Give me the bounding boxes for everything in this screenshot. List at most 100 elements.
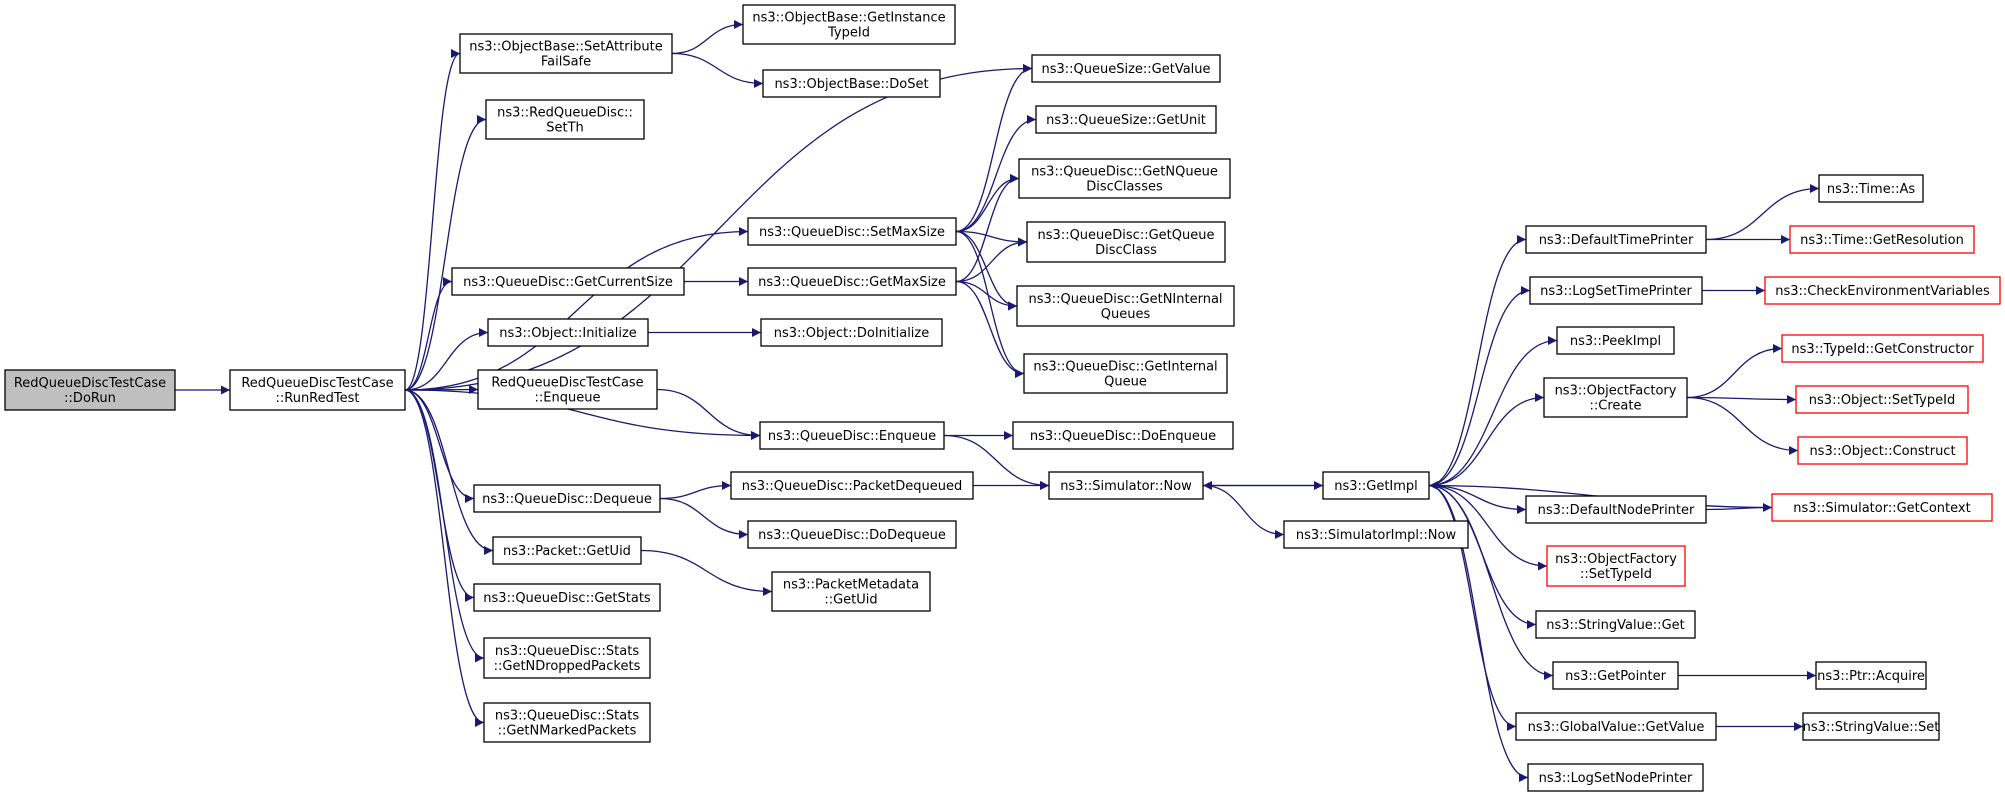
node-box [759,421,945,450]
graph-node[interactable]: ns3::PeekImpl [1556,326,1675,355]
node-box [1048,471,1204,500]
node-label: ns3::Simulator::Now [1060,479,1192,494]
graph-node[interactable]: ns3::LogSetNodePrinter [1527,763,1704,792]
graph-node[interactable]: RedQueueDiscTestCase::RunRedTest [229,369,406,411]
edge-n1-n14 [404,328,489,391]
node-label: ns3::ObjectBase::GetInstance [752,11,945,26]
graph-node[interactable]: ns3::QueueSize::GetUnit [1035,105,1217,134]
node-box [1556,326,1675,355]
edge-n18-n22 [943,434,1050,490]
graph-node[interactable]: ns3::Simulator::GetContext [1771,493,1993,522]
graph-node[interactable]: ns3::Time::GetResolution [1789,225,1975,254]
graph-node[interactable]: ns3::StringValue::Get [1535,610,1696,639]
graph-node[interactable]: ns3::Packet::GetUid [492,536,642,565]
graph-node[interactable]: ns3::GetPointer [1552,661,1679,690]
node-label: ns3::QueueDisc::GetCurrentSize [463,275,673,290]
edge-n22-n30 [1202,484,1285,539]
graph-node[interactable]: ns3::StringValue::Set [1802,712,1940,741]
graph-node[interactable]: ns3::QueueDisc::SetMaxSize [747,217,957,246]
node-label: ns3::QueueDisc::Stats [495,709,639,724]
graph-node[interactable]: ns3::ObjectBase::DoSet [762,69,941,98]
graph-node[interactable]: ns3::DefaultTimePrinter [1525,225,1707,254]
graph-node[interactable]: ns3::QueueDisc::GetStats [473,583,661,612]
edge-n9-n8 [955,174,1020,233]
node-box [1815,661,1927,690]
graph-node[interactable]: ns3::ObjectFactory::SetTypeId [1546,545,1686,587]
graph-node[interactable]: ns3::QueueDisc::DoEnqueue [1012,421,1234,450]
graph-node[interactable]: ns3::QueueDisc::GetMaxSize [747,267,957,296]
node-box [451,267,685,296]
node-label: ns3::QueueSize::GetValue [1041,62,1210,77]
node-label: ns3::GetPointer [1565,669,1666,684]
node-box [760,318,943,347]
graph-node[interactable]: ns3::QueueSize::GetValue [1031,54,1221,83]
node-label: RedQueueDiscTestCase [14,376,166,391]
node-label: ::SetTypeId [1580,567,1652,582]
node-label: Queues [1101,307,1151,322]
node-box [1012,421,1234,450]
graph-node[interactable]: ns3::Simulator::Now [1048,471,1204,500]
graph-node[interactable]: ns3::QueueDisc::Stats::GetNDroppedPacket… [483,637,651,679]
edge-n12-n8 [955,174,1020,283]
graph-node[interactable]: ns3::ObjectFactory::Create [1543,377,1688,418]
graph-node[interactable]: ns3::QueueDisc::Dequeue [473,484,661,513]
node-label: ns3::QueueDisc::GetStats [483,591,651,606]
graph-node[interactable]: RedQueueDiscTestCase::Enqueue [477,369,658,410]
node-box [730,471,974,500]
node-label: ns3::StringValue::Set [1803,720,1940,735]
graph-node[interactable]: ns3::TypeId::GetConstructor [1781,334,1984,363]
graph-node[interactable]: ns3::CheckEnvironmentVariables [1764,276,2001,305]
graph-node[interactable]: ns3::SimulatorImpl::Now [1283,520,1469,549]
graph-node[interactable]: ns3::QueueDisc::Enqueue [759,421,945,450]
node-label: ns3::QueueDisc::GetMaxSize [758,275,946,290]
graph-node[interactable]: ns3::GlobalValue::GetValue [1515,712,1717,741]
node-label: ::GetNDroppedPackets [494,659,641,674]
node-box [1023,353,1228,394]
node-label: ::GetUid [824,593,877,608]
node-label: ::DoRun [64,391,116,406]
graph-node[interactable]: ns3::QueueDisc::GetCurrentSize [451,267,685,296]
node-label: ns3::QueueDisc::GetNInternal [1028,292,1222,307]
edge-n1-n18 [404,389,761,440]
node-box [1781,334,1984,363]
graph-node[interactable]: ns3::Object::Initialize [487,318,649,347]
graph-node[interactable]: ns3::PacketMetadata::GetUid [771,571,931,612]
graph-node[interactable]: ns3::Time::As [1818,174,1924,203]
node-box [1802,712,1940,741]
graph-node[interactable]: ns3::GetImpl [1322,471,1430,500]
node-box [762,69,941,98]
node-box [485,99,645,140]
graph-node[interactable]: ns3::Object::Construct [1797,436,1968,465]
node-label: ns3::RedQueueDisc:: [497,106,633,121]
graph-node[interactable]: ns3::QueueDisc::DoDequeue [747,520,957,549]
node-label: ns3::QueueDisc::GetNQueue [1031,165,1218,180]
node-label: SetTh [546,121,584,136]
edge-n20-n23 [659,497,749,539]
graph-node[interactable]: ns3::Object::SetTypeId [1795,385,1969,414]
edge-n29-n40 [1428,484,1529,782]
node-label: ns3::QueueDisc::Dequeue [482,492,652,507]
graph-node[interactable]: ns3::DefaultNodePrinter [1525,495,1707,524]
graph-node[interactable]: RedQueueDiscTestCase::DoRun [4,369,176,411]
graph-node[interactable]: ns3::Ptr::Acquire [1815,661,1927,690]
node-box [1031,54,1221,83]
graph-node[interactable]: ns3::LogSetTimePrinter [1529,276,1703,305]
graph-node[interactable]: ns3::Object::DoInitialize [760,318,943,347]
edge-n12-n16 [955,280,1025,378]
graph-node[interactable]: ns3::QueueDisc::Stats::GetNMarkedPackets [483,702,651,743]
node-label: ns3::GetImpl [1334,479,1418,494]
edge-n1-n28 [404,389,485,727]
node-box [747,267,957,296]
edge-n9-n10 [955,230,1028,247]
graph-node[interactable]: ns3::RedQueueDisc::SetTh [485,99,645,140]
node-box [1515,712,1717,741]
graph-node[interactable]: ns3::QueueDisc::PacketDequeued [730,471,974,500]
edge-n34-n46 [1686,396,1799,455]
node-label: ns3::DefaultTimePrinter [1539,233,1694,248]
